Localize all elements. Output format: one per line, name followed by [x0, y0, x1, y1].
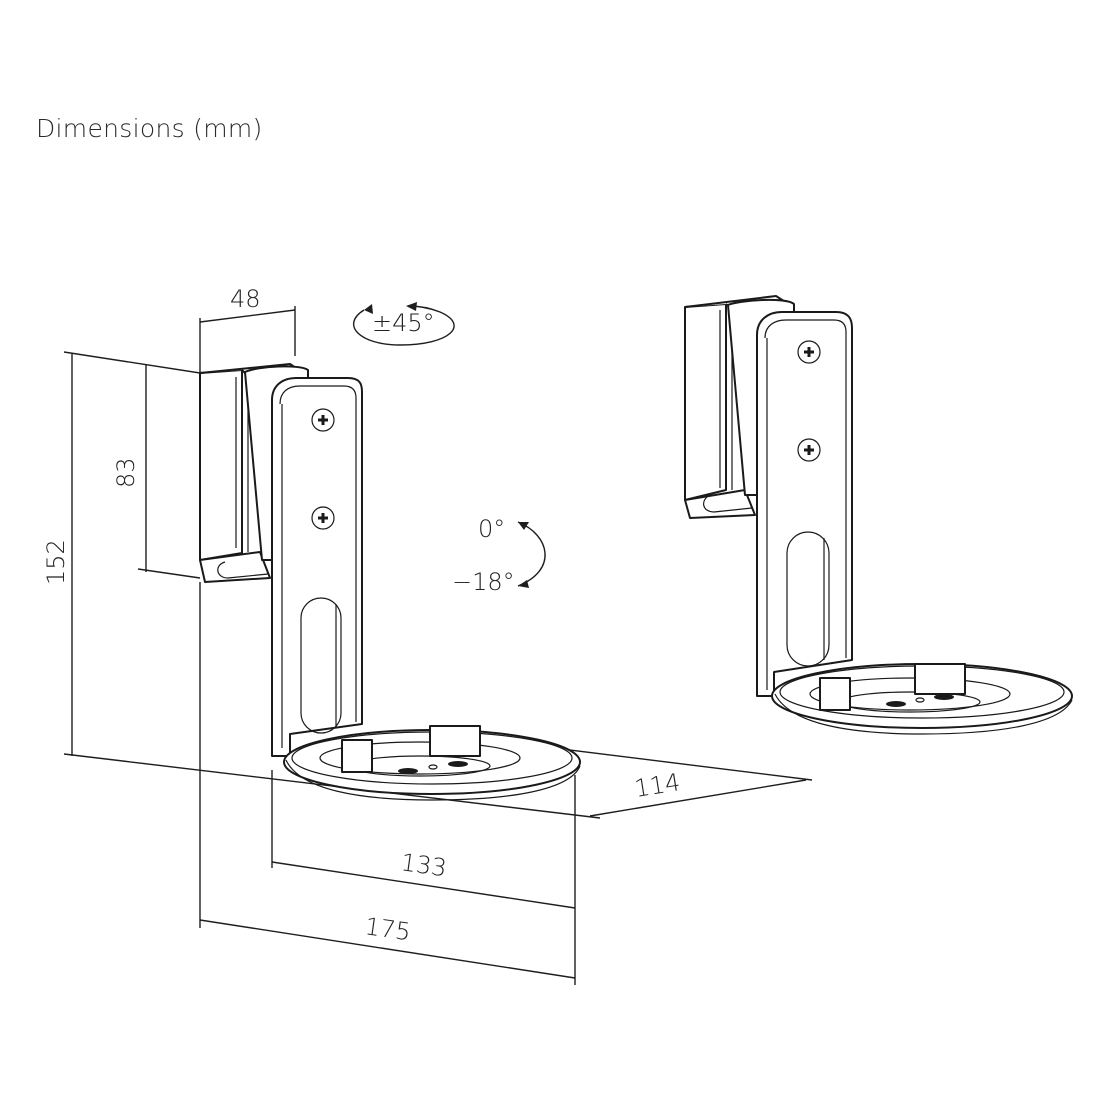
- adjustment-slot: [300, 597, 342, 734]
- dim-175-label: 175: [363, 912, 412, 946]
- tilt-arrow-up-icon: [518, 522, 529, 530]
- diagram-title: Dimensions (mm): [36, 114, 263, 143]
- tilt-arrow-down-icon: [518, 580, 529, 588]
- dim-152-label: 152: [42, 539, 70, 585]
- screw-icon: [797, 340, 821, 364]
- adjustment-slot: [786, 531, 830, 667]
- dim-114-label: 114: [633, 768, 683, 803]
- dim-133-label: 133: [399, 848, 448, 882]
- dim-83-label: 83: [112, 457, 140, 488]
- right-bracket: [684, 295, 1073, 735]
- screw-icon: [797, 438, 821, 462]
- swivel-arrow-right-icon: [406, 302, 417, 311]
- tilt-indicator: 0° −18°: [452, 515, 546, 596]
- dim-48-label: 48: [230, 285, 261, 313]
- swivel-label: ±45°: [372, 309, 435, 337]
- tilt-min-label: −18°: [452, 568, 515, 596]
- tilt-max-label: 0°: [478, 515, 505, 543]
- left-bracket: [199, 363, 581, 801]
- swivel-arrow-left-icon: [364, 304, 373, 314]
- swivel-indicator: ±45°: [352, 302, 455, 346]
- screw-icon: [311, 506, 335, 530]
- screw-icon: [311, 408, 335, 432]
